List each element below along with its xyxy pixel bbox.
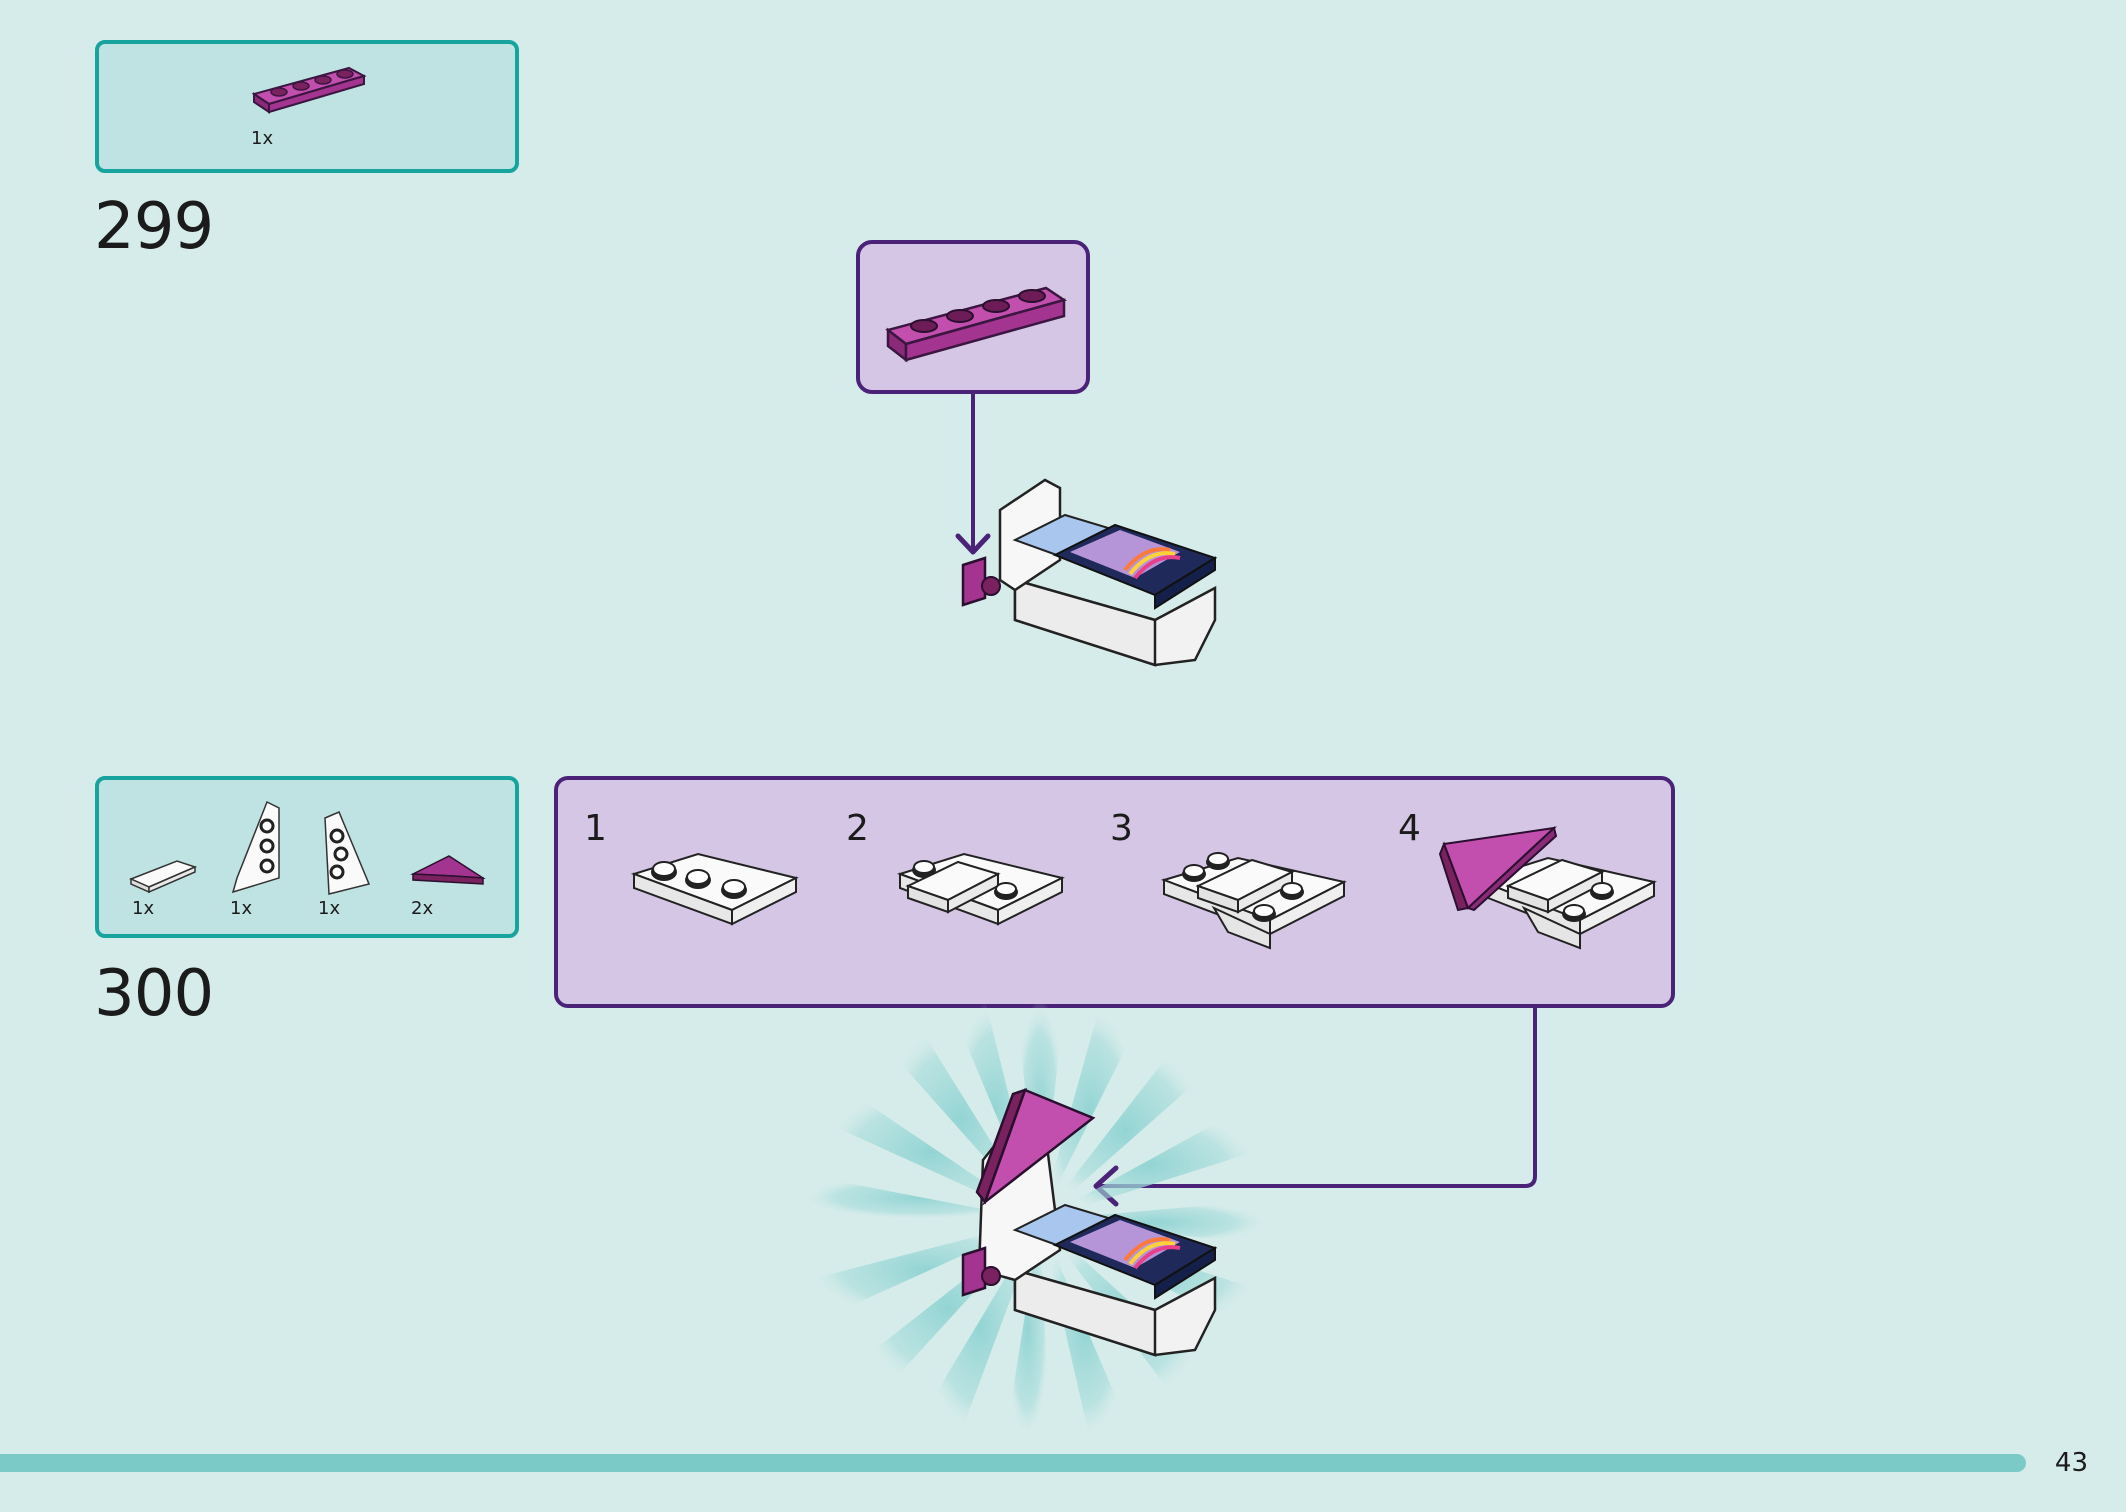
parts-list-step-299: 1x bbox=[95, 40, 519, 173]
substep-3-model-icon bbox=[1160, 852, 1347, 950]
arrow-step-299 bbox=[955, 392, 991, 555]
substep-number: 2 bbox=[846, 808, 869, 849]
substep-1-model-icon bbox=[630, 852, 799, 926]
part-quantity: 1x bbox=[318, 898, 341, 919]
page-progress-bar bbox=[0, 1454, 2026, 1472]
substep-2-model-icon bbox=[896, 852, 1065, 926]
step-number: 300 bbox=[94, 957, 214, 1031]
part-quantity: 1x bbox=[132, 898, 155, 919]
magenta-1x4-plate-icon bbox=[251, 66, 367, 114]
part-quantity: 2x bbox=[411, 898, 434, 919]
part-quantity: 1x bbox=[230, 898, 253, 919]
arrow-step-300 bbox=[1093, 1006, 1537, 1207]
step-number: 299 bbox=[94, 190, 214, 264]
substep-4-model-icon bbox=[1438, 826, 1657, 950]
white-wedge-plate-left-icon bbox=[231, 800, 280, 894]
white-tile-icon bbox=[129, 860, 198, 894]
substep-number: 1 bbox=[584, 808, 607, 849]
substep-number: 4 bbox=[1398, 808, 1421, 849]
callout-box-step-299 bbox=[856, 240, 1090, 394]
bed-model-step-300-icon bbox=[961, 1088, 1218, 1357]
parts-list-step-300: 1x 1x 1x 2x bbox=[95, 776, 519, 938]
page-number: 43 bbox=[2054, 1448, 2088, 1478]
subassembly-box-step-300: 1 2 3 bbox=[554, 776, 1675, 1008]
white-wedge-plate-right-icon bbox=[324, 811, 371, 895]
bed-model-step-299-icon bbox=[961, 478, 1218, 667]
substep-number: 3 bbox=[1110, 808, 1133, 849]
magenta-wedge-tile-icon bbox=[410, 855, 486, 885]
magenta-1x4-plate-icon bbox=[885, 286, 1067, 363]
part-quantity: 1x bbox=[251, 128, 274, 149]
